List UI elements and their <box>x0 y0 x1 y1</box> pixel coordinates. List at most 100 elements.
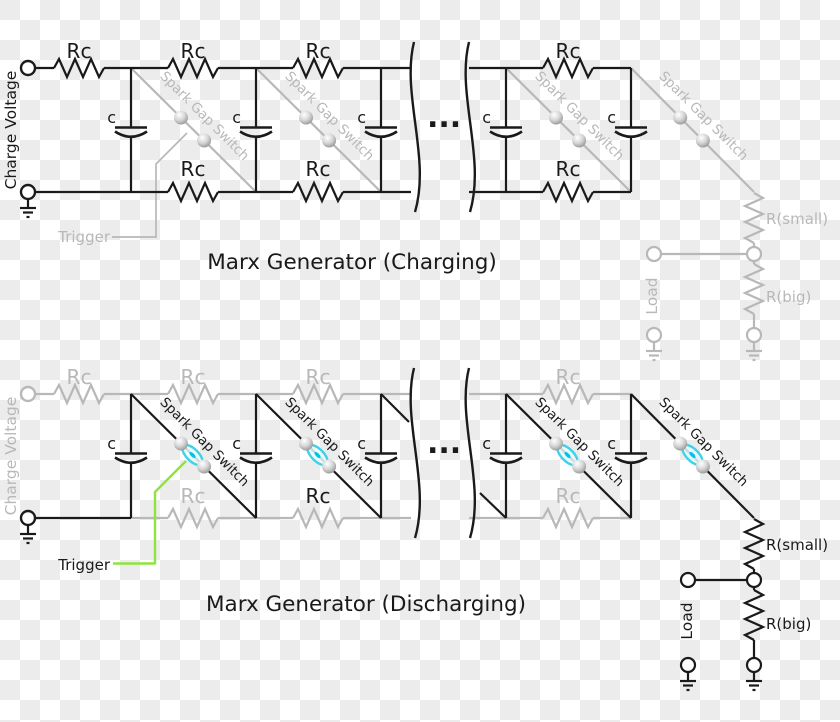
charge-voltage-terminal-negative <box>19 183 37 201</box>
charging-labels: Charge Voltage Rc Rc Rc Rc Rc Rc Rc c c … <box>2 39 828 315</box>
discharging-title: Marx Generator (Discharging) <box>206 592 526 617</box>
ground-symbol <box>744 670 764 692</box>
resistor-r-big <box>743 588 765 642</box>
resistor-rc <box>166 507 220 529</box>
spark-gap-line <box>255 67 382 193</box>
spark-gap-line <box>630 67 755 193</box>
capacitor-label: c <box>482 108 491 127</box>
electrode-sphere <box>673 436 688 451</box>
capacitor-label: c <box>107 108 116 127</box>
charging-diagram: Charge Voltage Rc Rc Rc Rc Rc Rc Rc c c … <box>2 39 828 362</box>
spark-gap-line-stub <box>479 492 507 519</box>
load-label: Load <box>643 277 661 314</box>
electrode-sphere <box>572 133 587 148</box>
resistor-rc <box>541 507 595 529</box>
charge-voltage-terminal-negative <box>19 509 37 527</box>
capacitor-label: c <box>607 108 616 127</box>
spark-gap-line <box>130 67 257 193</box>
electrode-sphere <box>322 133 337 148</box>
electrode-sphere <box>322 459 337 474</box>
rc-label: Rc <box>556 484 581 508</box>
r-small-label: R(small) <box>766 536 828 554</box>
resistor-rc <box>541 181 595 203</box>
load-label: Load <box>678 602 696 639</box>
resistor-r-small <box>743 191 765 245</box>
charge-voltage-label: Charge Voltage <box>2 71 20 190</box>
electrode-sphere <box>174 110 188 125</box>
ground-terminal <box>745 656 763 674</box>
spark-gap-line-stub <box>380 393 410 423</box>
resistor-rc <box>291 507 345 529</box>
trigger-wire-active <box>113 460 187 565</box>
r-big-label: R(big) <box>766 615 811 633</box>
electrode-sphere <box>197 133 212 148</box>
spark-gap-line <box>505 67 632 193</box>
charging-active-layer <box>18 40 649 219</box>
capacitor-label: c <box>482 434 491 453</box>
r-big-label: R(big) <box>766 288 811 306</box>
rc-label: Rc <box>181 157 206 181</box>
rc-label: Rc <box>181 365 206 389</box>
charge-voltage-label: Charge Voltage <box>2 397 20 516</box>
capacitor-label: c <box>107 434 116 453</box>
break-ellipsis: ... <box>427 100 461 135</box>
break-mark <box>409 40 422 214</box>
charge-voltage-terminal-positive <box>19 59 37 77</box>
capacitor-label: c <box>607 434 616 453</box>
break-mark <box>409 366 422 540</box>
charging-inactive-layer <box>112 67 765 362</box>
capacitor <box>363 392 399 520</box>
ground-symbol <box>18 197 38 219</box>
spark-gap-label: Spark Gap Switch <box>655 394 751 490</box>
electrode-sphere <box>673 110 688 125</box>
capacitor-label: c <box>232 434 241 453</box>
capacitor <box>238 392 274 520</box>
discharging-diagram: Charge Voltage Rc Rc Rc Rc Rc Rc Rc c c … <box>2 365 828 692</box>
load-ground-terminal <box>679 656 697 674</box>
trigger-label: Trigger <box>57 556 111 574</box>
capacitor-label: c <box>357 108 366 127</box>
r-small-label: R(small) <box>766 210 828 228</box>
trigger-wire <box>112 132 188 238</box>
rc-label: Rc <box>181 39 206 63</box>
capacitor <box>238 66 274 194</box>
rc-label: Rc <box>306 484 331 508</box>
output-node-terminal <box>745 245 763 263</box>
rc-label: Rc <box>306 39 331 63</box>
load-terminal <box>679 571 697 589</box>
electrode-sphere <box>549 436 563 451</box>
capacitor <box>113 66 149 194</box>
resistor-r-big <box>743 262 765 316</box>
break-ellipsis: ... <box>427 426 461 461</box>
discharging-active-layer <box>18 366 765 692</box>
ground-symbol <box>644 340 664 362</box>
electrode-sphere <box>299 436 313 451</box>
load-terminal <box>645 245 663 263</box>
discharging-labels: Charge Voltage Rc Rc Rc Rc Rc Rc Rc c c … <box>2 365 828 640</box>
rc-label: Rc <box>556 39 581 63</box>
trigger-label: Trigger <box>57 228 111 246</box>
capacitor <box>613 392 649 520</box>
electrode-sphere <box>572 459 587 474</box>
capacitor <box>363 66 399 194</box>
capacitor <box>488 66 524 194</box>
electrode-sphere <box>695 459 710 474</box>
electrode-sphere <box>174 436 188 451</box>
rc-label: Rc <box>67 365 92 389</box>
resistor-rc <box>291 181 345 203</box>
capacitor <box>113 392 149 520</box>
electrode-sphere <box>695 133 710 148</box>
ground-symbol <box>678 670 698 692</box>
capacitor <box>613 66 649 194</box>
rc-label: Rc <box>306 157 331 181</box>
ground-terminal <box>745 326 763 344</box>
spark-gap-label: Spark Gap Switch <box>655 68 751 164</box>
load-ground-terminal <box>645 326 663 344</box>
capacitor <box>488 392 524 520</box>
rc-label: Rc <box>67 39 92 63</box>
charging-title: Marx Generator (Charging) <box>207 250 497 275</box>
rc-label: Rc <box>306 365 331 389</box>
electrode-sphere <box>197 459 212 474</box>
